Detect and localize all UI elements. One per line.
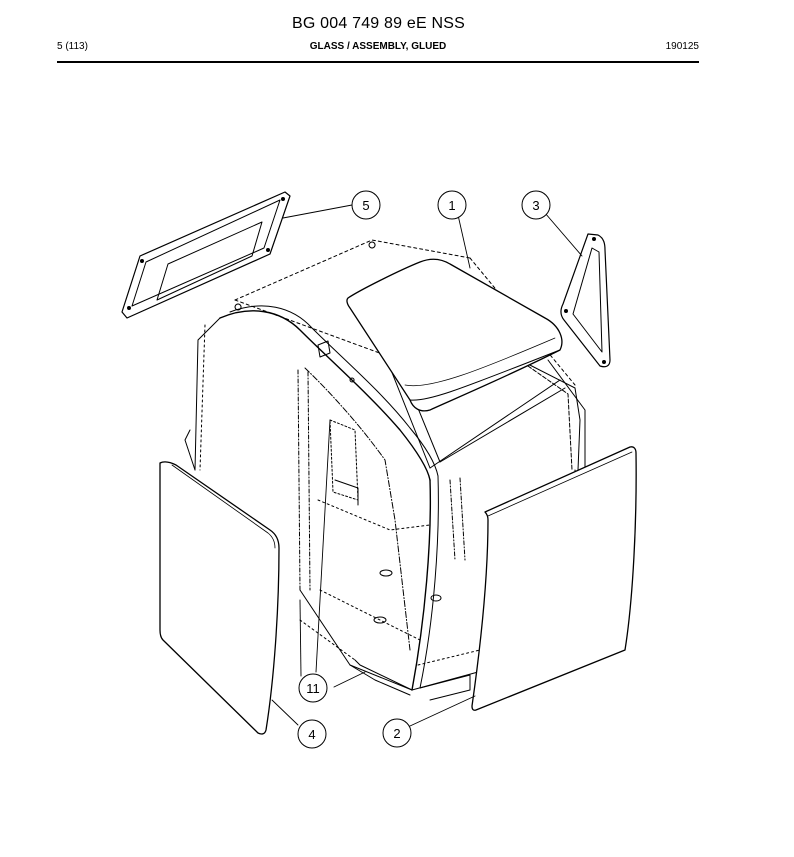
callout-5: 5 <box>351 190 381 220</box>
leader-lines <box>271 204 583 727</box>
roof-glass-part-1 <box>346 258 563 412</box>
svg-text:3: 3 <box>532 198 539 213</box>
date-code: 190125 <box>665 41 699 52</box>
triangular-window-part-3 <box>560 233 611 368</box>
svg-text:5: 5 <box>362 198 369 213</box>
page-number: 5 (113) <box>57 41 88 52</box>
callout-3: 3 <box>521 190 551 220</box>
header-row: 5 (113) GLASS / ASSEMBLY, GLUED 190125 <box>57 41 699 55</box>
svg-text:1: 1 <box>448 198 455 213</box>
document-code: BG 004 749 89 eE NSS <box>292 15 465 32</box>
callout-11: 11 <box>298 673 328 703</box>
header-rule <box>57 61 699 63</box>
left-side-glass-part-4 <box>159 461 280 735</box>
callout-1: 1 <box>437 190 467 220</box>
callout-4: 4 <box>297 719 327 749</box>
callout-2: 2 <box>382 718 412 748</box>
section-title: GLASS / ASSEMBLY, GLUED <box>309 41 447 52</box>
svg-text:4: 4 <box>308 727 315 742</box>
svg-text:11: 11 <box>306 681 320 696</box>
svg-text:2: 2 <box>393 726 400 741</box>
upper-left-window-part-5 <box>121 191 291 319</box>
right-side-glass-part-2 <box>471 446 637 711</box>
